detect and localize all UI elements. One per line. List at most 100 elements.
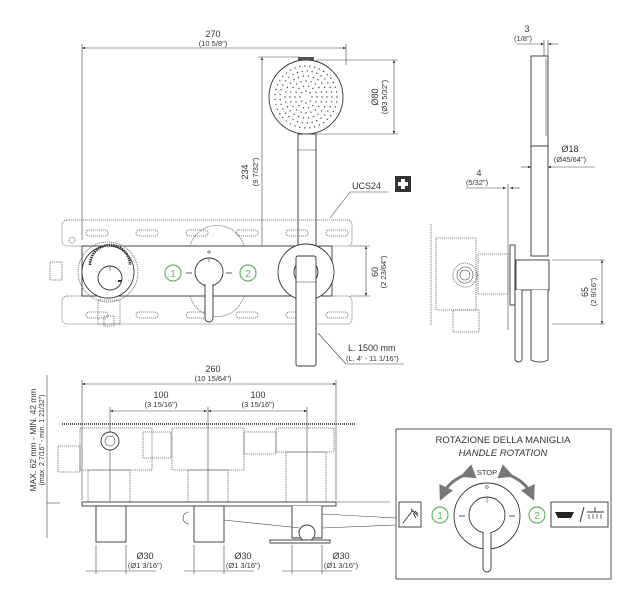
outlet-dimensions: Ø30(Ø1 3/16")Ø30(Ø1 3/16")Ø30(Ø1 3/16") [86,545,359,574]
nozzle-dot [295,91,297,93]
nozzle-dot [316,96,318,98]
outlet-diameter-value: Ø30 [136,551,153,561]
nozzle-dot [330,91,333,93]
nozzle-dot [313,126,316,128]
nozzle-dot [292,105,294,108]
nozzle-dot [312,104,314,107]
side-view: 3 (1/8") Ø18 (Ø45/64") 4 (5/32") [430,24,605,363]
hose-length-imperial: (L. 4' - 11 1/16") [346,354,399,363]
hand-shower-icon [398,501,422,528]
nozzle-dot [315,91,317,93]
nozzle-dot [307,117,310,119]
nozzle-dot [285,120,288,122]
rotation-position-2 [528,506,546,524]
nozzle-dot [318,105,320,108]
nozzle-dot [282,108,284,110]
nozzle-dot [318,124,320,126]
rotation-position-1-label: 1 [437,511,443,522]
nozzle-dot [292,86,294,89]
nozzle-dot [294,125,296,127]
bracket-slot [185,229,209,237]
nozzle-dot [325,91,328,93]
nozzle-dot [279,98,281,101]
nozzle-dot [280,88,282,91]
nozzle-dot [301,122,303,124]
nozzle-dot [309,127,311,129]
nozzle-dot [282,75,284,78]
nozzle-dot [324,78,326,80]
dim-260-imperial: (10 15/64") [195,374,232,383]
nozzle-dot [304,65,306,67]
nozzle-dot [314,83,317,85]
nozzle-dot [290,91,292,93]
dim-234-imperial: (9 7/32") [251,157,260,186]
nozzle-dot [312,115,315,118]
nozzle-dot [309,92,311,94]
nozzle-dot [320,101,322,103]
shower-head-nozzles [274,65,338,129]
nozzle-dot [327,82,329,84]
outlet-diameter-value: Ø30 [234,551,251,561]
bath-overhead-shower-icon [550,501,609,528]
dim-270-value: 270 [205,29,220,39]
nozzle-dot [316,72,318,75]
bracket-slot [135,229,159,237]
outlet-diameter-imperial: (Ø1 3/16") [128,561,163,570]
nozzle-dot [321,82,323,84]
stop-label: STOP [477,468,497,477]
nozzle-dot [307,107,310,109]
nozzle-dot [329,105,331,108]
rotate-right-arrow-icon [497,464,535,501]
nozzle-dot [286,86,289,88]
nozzle-dot [335,101,338,103]
nozzle-dot [305,112,307,114]
nozzle-dot [300,81,302,83]
dim-spacing-1-imperial: (3 15/16") [145,400,178,409]
nozzle-dot [310,81,312,83]
dim-65-imperial: (2 9/16") [589,277,598,306]
nozzle-dot [284,112,287,114]
nozzle-dot [334,86,337,88]
nozzle-dot [302,85,305,87]
plus-icon[interactable] [395,176,411,192]
nozzle-dot [297,115,300,118]
nozzle-dot [299,96,301,98]
nozzle-dot [276,84,279,86]
diverter-handle[interactable] [194,257,224,287]
nozzle-dot [335,91,338,93]
nozzle-dot [299,65,301,68]
nozzle-dot [290,101,292,103]
nozzle-dot [289,110,291,112]
nozzle-dot [322,70,325,73]
nozzle-dot [331,96,333,98]
bracket-slot [325,229,349,237]
nozzle-dot [325,101,328,103]
dim-270-imperial: (10 5/8") [199,39,228,48]
nozzle-dot [282,84,284,86]
nozzle-dot [327,110,329,112]
nozzle-dot [321,110,323,112]
nozzle-dot [326,96,328,98]
hose-connector [298,524,316,542]
bracket-slot [285,229,309,237]
nozzle-dot [279,79,281,82]
nozzle-dot [330,77,332,80]
bracket-slot [85,311,109,319]
rotation-position-1 [431,506,449,524]
nozzle-dot [314,109,317,111]
rotation-position-2-label: 2 [534,511,540,522]
nozzle-dot [289,123,292,125]
nozzle-dot [326,118,329,121]
nozzle-dot [296,71,299,74]
nozzle-dot [334,106,337,108]
nozzle-dot [292,73,294,76]
position-1-label: 1 [170,269,176,280]
dim-60-imperial: (2 23/64") [379,255,388,288]
nozzle-dot [302,107,305,109]
depth-range-value: MAX. 62 mm - MIN. 42 mm [28,389,38,492]
nozzle-dot [302,75,305,77]
bracket-slot [325,311,349,319]
nozzle-dot [284,96,286,98]
nozzle-dot [323,106,326,108]
